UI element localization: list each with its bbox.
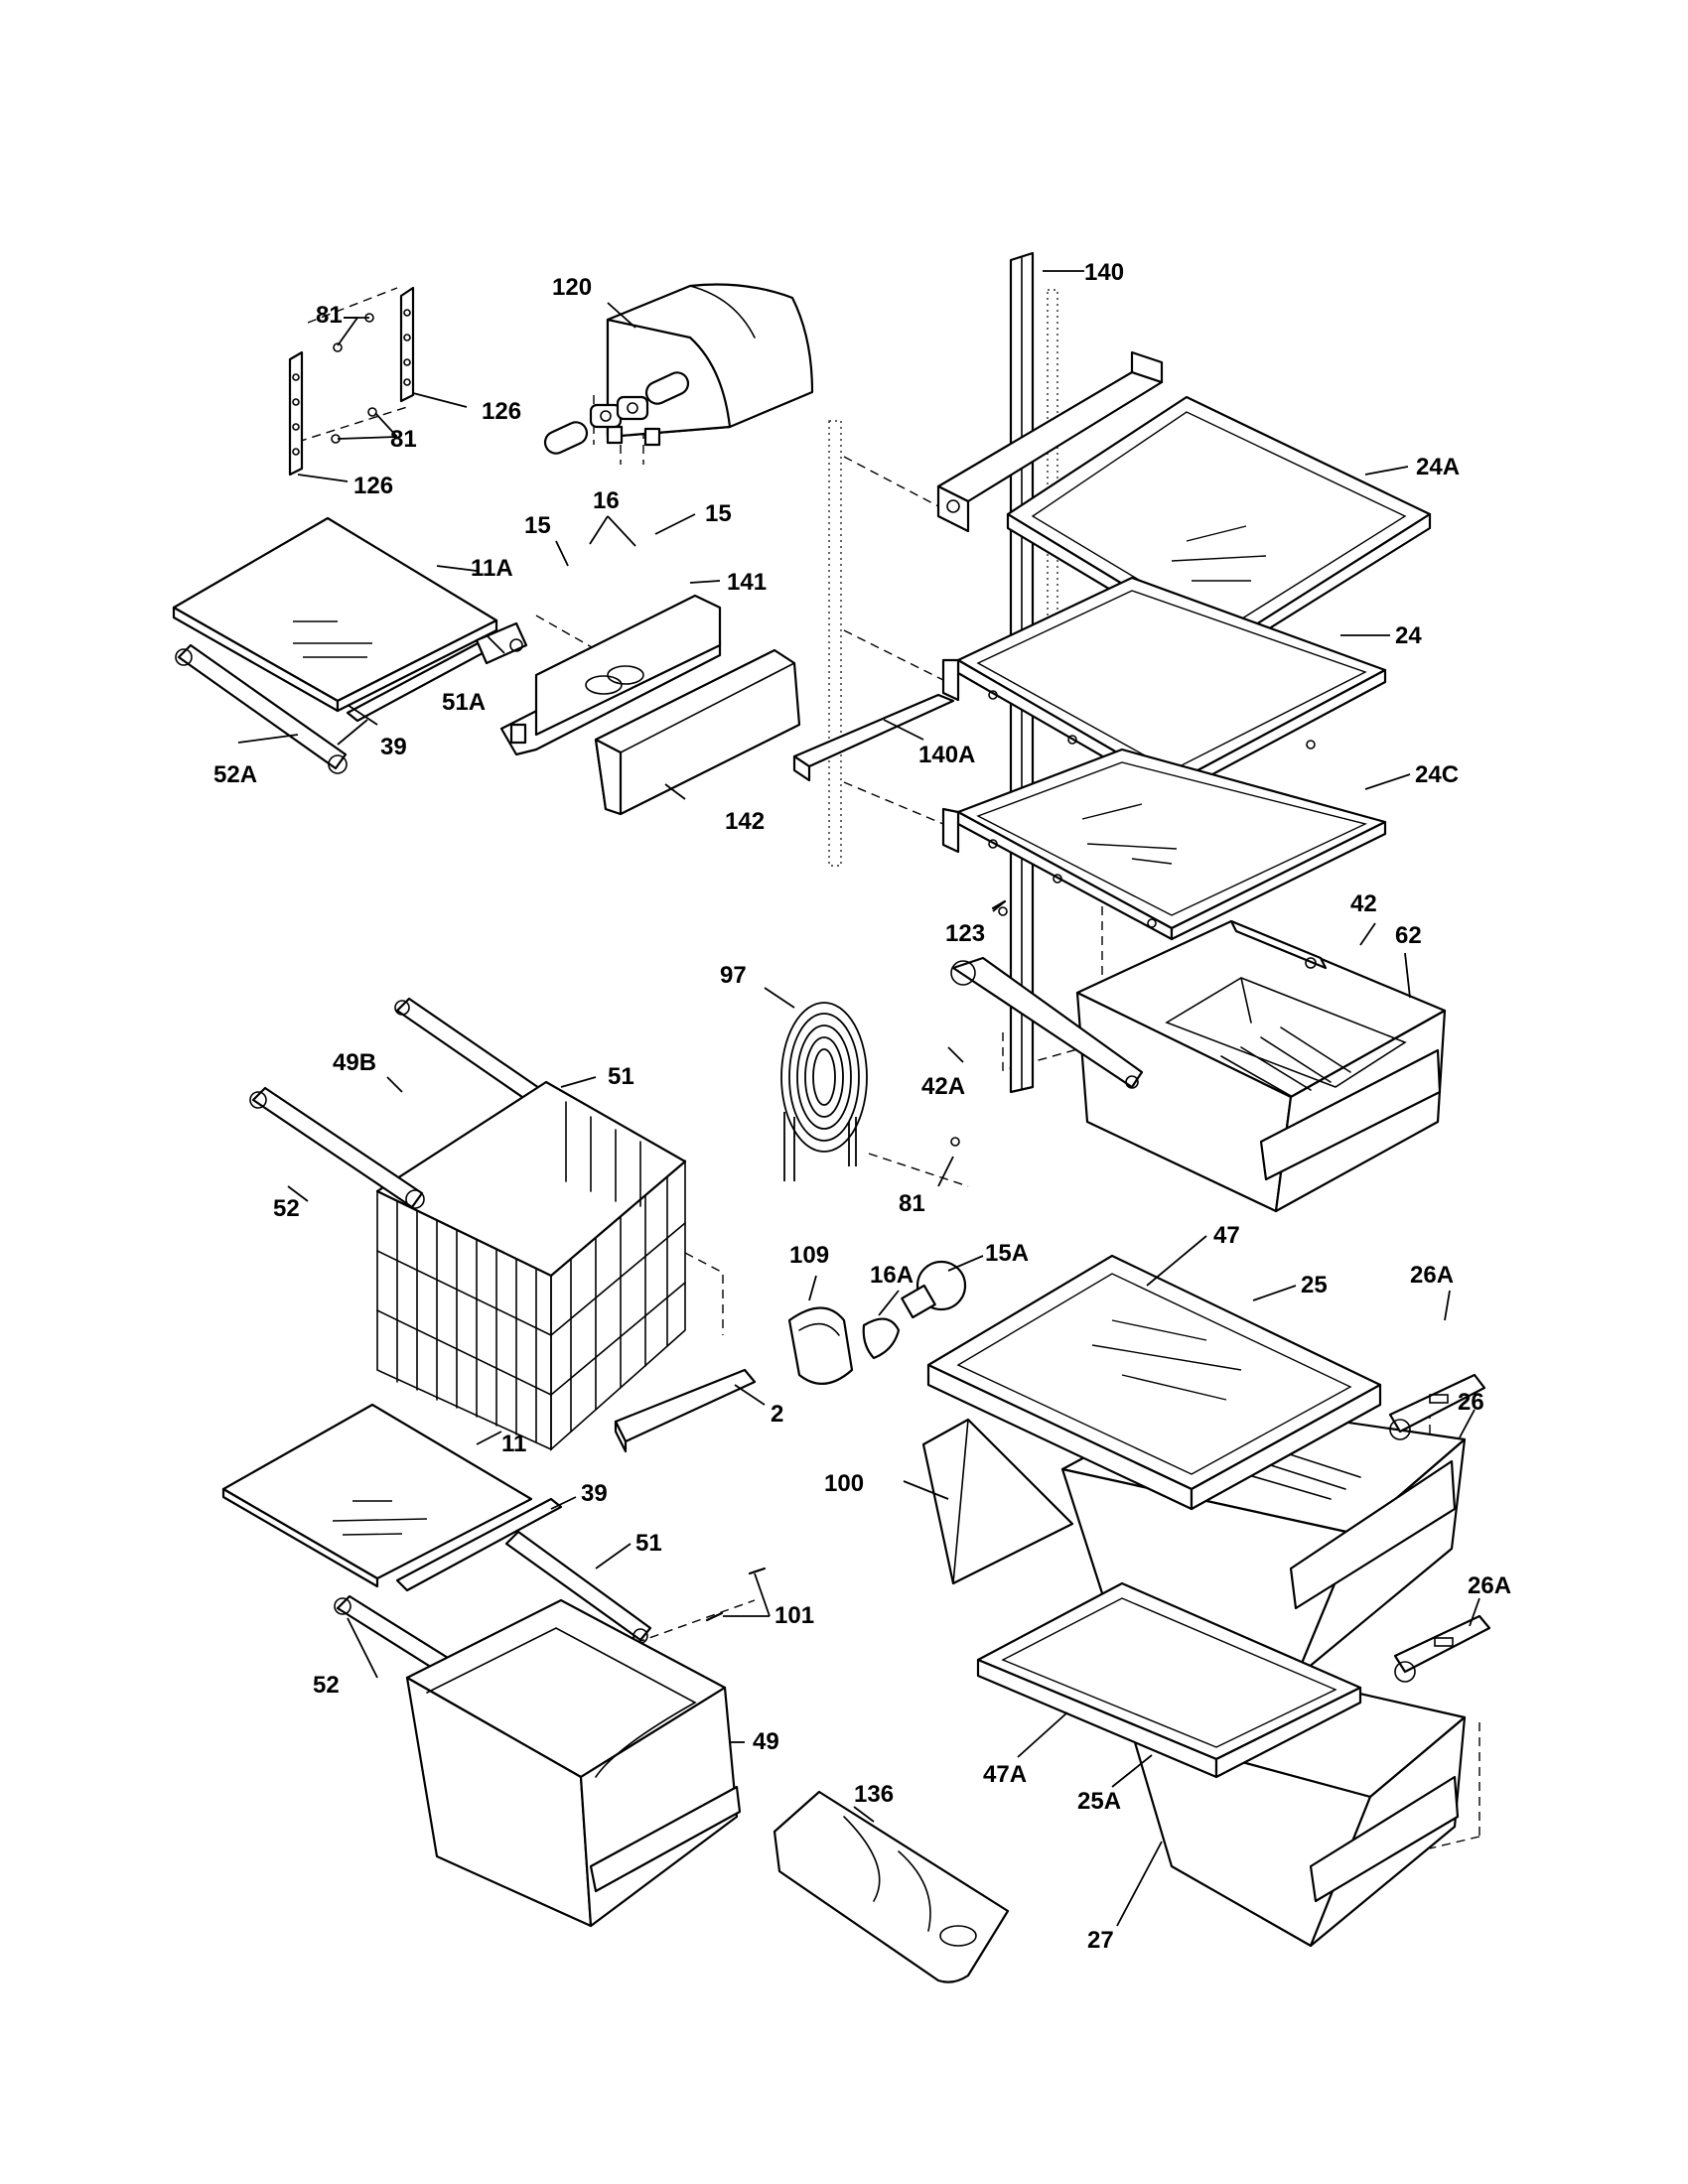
callout-15-left: 15 bbox=[524, 512, 551, 539]
callout-97: 97 bbox=[720, 962, 747, 989]
callout-26A-lower: 26A bbox=[1468, 1572, 1511, 1599]
crisper-drawer-27 bbox=[1130, 1666, 1467, 1948]
slide-rail-52A bbox=[175, 643, 348, 774]
crisper-cover-25 bbox=[926, 1254, 1382, 1511]
callout-39-upper: 39 bbox=[380, 734, 407, 760]
callout-42: 42 bbox=[1350, 890, 1377, 917]
callout-140A: 140A bbox=[918, 742, 975, 768]
glass-shelf-11 bbox=[221, 1403, 533, 1588]
callout-49: 49 bbox=[753, 1728, 779, 1755]
callout-16: 16 bbox=[593, 487, 620, 514]
cover-support-26A-lower bbox=[1393, 1614, 1491, 1683]
callout-141: 141 bbox=[727, 569, 767, 596]
bulb-15A bbox=[901, 1260, 967, 1319]
callout-81-mid: 81 bbox=[899, 1190, 925, 1217]
glass-shelf-24C bbox=[941, 740, 1387, 941]
callout-52A: 52A bbox=[213, 761, 257, 788]
callout-126-upper: 126 bbox=[482, 398, 521, 425]
callout-27: 27 bbox=[1087, 1927, 1114, 1954]
callout-120: 120 bbox=[552, 274, 592, 301]
bulb-15-right bbox=[644, 371, 690, 405]
hinge-bracket-pair bbox=[288, 286, 415, 477]
tubing-coil-97 bbox=[780, 1002, 868, 1181]
callout-140: 140 bbox=[1084, 259, 1124, 286]
callout-51A: 51A bbox=[442, 689, 486, 716]
callout-142: 142 bbox=[725, 808, 765, 835]
glass-shelf-11A bbox=[172, 516, 498, 713]
callout-123: 123 bbox=[945, 920, 985, 947]
glass-shelf-24 bbox=[941, 576, 1387, 798]
callout-24C: 24C bbox=[1415, 761, 1459, 788]
callout-15A: 15A bbox=[985, 1240, 1029, 1267]
callout-2: 2 bbox=[771, 1401, 783, 1428]
trim-piece-2 bbox=[614, 1368, 757, 1453]
socket-pair-16 bbox=[589, 395, 649, 429]
cover-support-26A-upper bbox=[1388, 1373, 1486, 1440]
crisper-glass-47A bbox=[1001, 1597, 1337, 1748]
ice-chute-136 bbox=[773, 1790, 1010, 1983]
callout-25: 25 bbox=[1301, 1272, 1328, 1298]
leader-lines bbox=[237, 270, 1480, 1927]
callout-26: 26 bbox=[1458, 1389, 1484, 1416]
callout-labels: 140 120 81 126 81 126 24A 16 15 15 11A 1… bbox=[213, 259, 1511, 1954]
callout-24: 24 bbox=[1395, 622, 1422, 649]
callout-47A: 47A bbox=[983, 1761, 1027, 1788]
callout-15-right: 15 bbox=[705, 500, 732, 527]
light-lens-142 bbox=[594, 648, 801, 816]
light-cover-141 bbox=[499, 594, 722, 756]
callout-81-lower: 81 bbox=[390, 426, 417, 453]
door-bin-120 bbox=[606, 283, 814, 447]
crisper-glass-47 bbox=[956, 1273, 1352, 1475]
freezer-bin-49 bbox=[405, 1598, 742, 1928]
light-housing-109 bbox=[787, 1306, 854, 1385]
crisper-cover-25A bbox=[976, 1581, 1362, 1779]
callout-51-upper: 51 bbox=[608, 1063, 634, 1090]
callout-42A: 42A bbox=[921, 1073, 965, 1100]
shelf-bracket-140A bbox=[792, 693, 955, 782]
drawer-rail-42 bbox=[1229, 919, 1328, 970]
screws-101 bbox=[705, 1567, 767, 1622]
callout-136: 136 bbox=[854, 1781, 894, 1808]
callout-52-upper: 52 bbox=[273, 1195, 300, 1222]
wire-basket-49B bbox=[375, 1080, 687, 1451]
callout-16A: 16A bbox=[870, 1262, 914, 1289]
callout-101: 101 bbox=[774, 1602, 814, 1629]
crisper-drawer-62 bbox=[1075, 919, 1447, 1213]
callout-24A: 24A bbox=[1416, 454, 1460, 480]
callout-81-upper: 81 bbox=[316, 302, 343, 329]
socket-16A bbox=[862, 1317, 901, 1360]
shelf-trim-39-lower bbox=[395, 1497, 563, 1592]
callout-11: 11 bbox=[501, 1431, 526, 1457]
callout-26A-upper: 26A bbox=[1410, 1262, 1454, 1289]
callout-52-lower: 52 bbox=[313, 1672, 340, 1699]
callout-25A: 25A bbox=[1077, 1788, 1121, 1815]
callout-109: 109 bbox=[789, 1242, 829, 1269]
screw-81-mid bbox=[950, 1137, 960, 1147]
bulb-15-left bbox=[543, 421, 589, 455]
callout-62: 62 bbox=[1395, 922, 1422, 949]
callout-39-lower: 39 bbox=[581, 1480, 608, 1507]
drawer-rail-42A bbox=[950, 956, 1144, 1089]
callout-49B: 49B bbox=[333, 1049, 376, 1076]
callout-47: 47 bbox=[1213, 1222, 1240, 1249]
callout-11A: 11A bbox=[471, 555, 513, 582]
callout-126-lower: 126 bbox=[353, 473, 393, 499]
callout-100: 100 bbox=[824, 1470, 864, 1497]
shelf-trim-39-upper bbox=[346, 621, 528, 723]
slide-rail-52-upper bbox=[249, 1086, 425, 1209]
callout-51-lower: 51 bbox=[635, 1530, 662, 1557]
baffle-100 bbox=[921, 1418, 1074, 1585]
